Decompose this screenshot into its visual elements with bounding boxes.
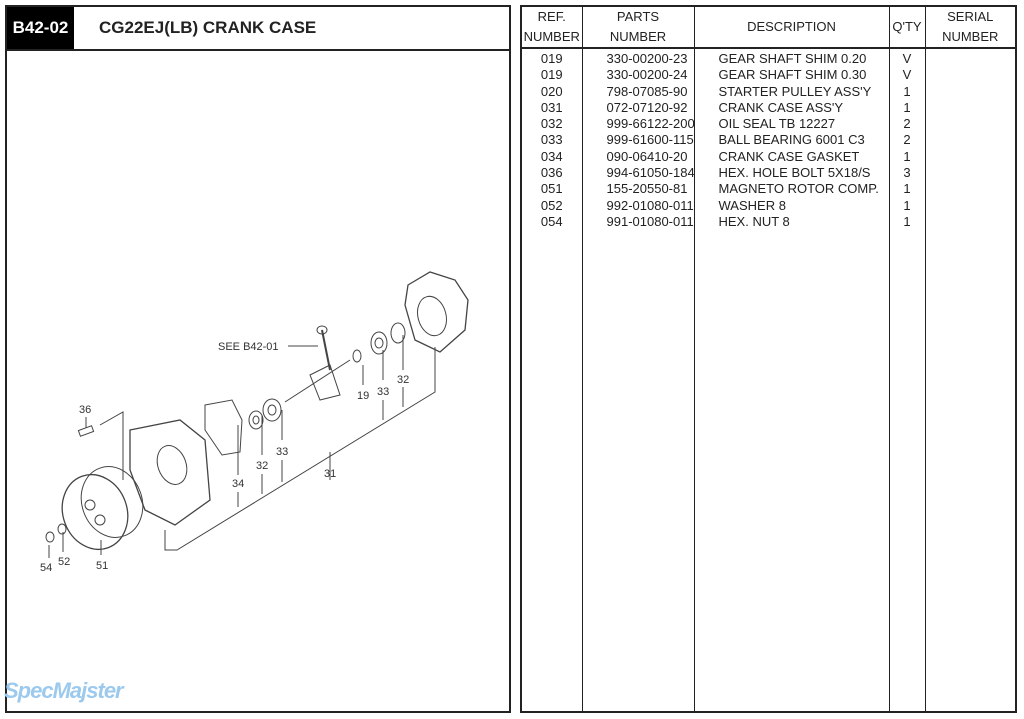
- callout-31: 31: [324, 468, 336, 480]
- page-header: B42-02 CG22EJ(LB) CRANK CASE: [7, 7, 509, 51]
- cell-part: 798-07085-90: [606, 83, 688, 99]
- callout-32: 32: [397, 374, 409, 386]
- cell-desc: HEX. NUT 8: [718, 213, 790, 229]
- header-qty: Q'TY: [889, 7, 926, 49]
- callout-51: 51: [96, 560, 108, 572]
- cell-ref: 019: [540, 67, 563, 83]
- cell-ref: 032: [540, 116, 563, 132]
- see-reference-label: SEE B42-01: [218, 341, 279, 353]
- cell-desc: CRANK CASE ASS'Y: [718, 99, 844, 115]
- cell-part: 991-01080-011: [606, 213, 694, 229]
- callout-34: 34: [232, 478, 244, 490]
- cell-qty: 1: [903, 83, 911, 99]
- serial-number-column: [925, 48, 1015, 711]
- cell-qty: 1: [903, 213, 911, 229]
- cell-qty: 1: [903, 99, 911, 115]
- cell-qty: 2: [903, 116, 911, 132]
- header-description: DESCRIPTION: [694, 7, 890, 49]
- cell-ref: 051: [540, 181, 563, 197]
- cell-ref: 020: [540, 83, 563, 99]
- cell-part: 994-61050-184: [606, 165, 694, 181]
- cell-ref: 054: [540, 213, 563, 229]
- cell-part: 090-06410-20: [606, 148, 688, 164]
- cell-desc: OIL SEAL TB 12227: [718, 116, 836, 132]
- cell-desc: HEX. HOLE BOLT 5X18/S: [718, 165, 871, 181]
- cell-desc: WASHER 8: [718, 197, 786, 213]
- cell-part: 072-07120-92: [606, 99, 688, 115]
- callout-33: 33: [276, 446, 288, 458]
- cell-ref: 036: [540, 165, 563, 181]
- watermark-logo: SpecMajster: [4, 678, 124, 703]
- cell-ref: 034: [540, 148, 563, 164]
- cell-ref: 019: [540, 51, 563, 66]
- cell-qty: V: [902, 67, 912, 83]
- cell-part: 999-66122-200: [606, 116, 694, 132]
- callout-36: 36: [79, 404, 91, 416]
- callout-52: 52: [58, 556, 70, 568]
- cell-ref: 052: [540, 197, 563, 213]
- cell-desc: MAGNETO ROTOR COMP.: [718, 181, 879, 197]
- bracket-line-31: [164, 347, 436, 551]
- cell-part: 999-61600-115: [606, 132, 694, 148]
- cell-part: 330-00200-23: [606, 51, 688, 66]
- section-code: B42-02: [7, 7, 74, 49]
- cell-qty: 2: [903, 132, 911, 148]
- cell-qty: 1: [903, 148, 911, 164]
- cell-ref: 031: [540, 99, 563, 115]
- callout-54: 54: [40, 562, 52, 574]
- cell-qty: 3: [903, 165, 911, 181]
- cell-desc: STARTER PULLEY ASS'Y: [718, 83, 872, 99]
- cell-ref: 033: [540, 132, 563, 148]
- exploded-parts-diagram: SEE B42-01 36 32 33 34 31 19 33 32 54 52…: [40, 271, 469, 574]
- diagram-panel: B42-02 CG22EJ(LB) CRANK CASE: [5, 5, 511, 713]
- cell-desc: GEAR SHAFT SHIM 0.20: [718, 51, 867, 66]
- page-title: CG22EJ(LB) CRANK CASE: [99, 18, 317, 37]
- callout-32: 32: [256, 460, 268, 472]
- cell-desc: CRANK CASE GASKET: [718, 148, 860, 164]
- callout-33: 33: [377, 386, 389, 398]
- cell-desc: GEAR SHAFT SHIM 0.30: [718, 67, 867, 83]
- header-ref-number: REF.NUMBER: [522, 7, 583, 49]
- cell-part: 155-20550-81: [606, 181, 688, 197]
- cell-qty: V: [902, 51, 912, 66]
- cell-part: 992-01080-011: [606, 197, 694, 213]
- callout-19: 19: [357, 390, 369, 402]
- cell-qty: 1: [903, 197, 911, 213]
- cell-qty: 1: [903, 181, 911, 197]
- cell-desc: BALL BEARING 6001 C3: [718, 132, 865, 148]
- cell-part: 330-00200-24: [606, 67, 688, 83]
